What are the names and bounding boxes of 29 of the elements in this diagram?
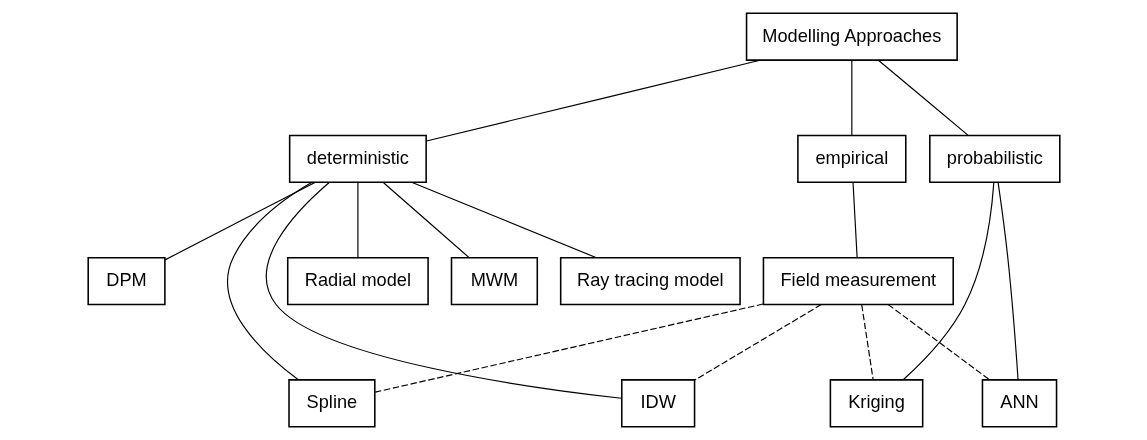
connector [860,304,874,381]
connector [356,182,358,258]
connector [902,181,994,381]
node-box: MWM [450,256,538,306]
node-box: probabilistic [928,134,1061,184]
connector [226,182,312,381]
connector [693,304,822,381]
connector [850,59,852,136]
node-box: Radial model [286,256,429,306]
connector [382,182,469,258]
connector [997,182,1019,381]
connector [877,59,968,136]
node-box: IDW [620,379,695,428]
connector [851,182,858,258]
node-box: ANN [981,379,1057,428]
connector [411,181,596,259]
node-box: Field measurement [762,256,954,306]
node-box: empirical [796,134,907,184]
connector [425,59,761,142]
connector [374,303,764,393]
node-box: Modelling Approaches [745,12,958,61]
connector [887,304,990,381]
node-box: Ray tracing model [559,256,741,306]
node-box: Kriging [829,379,923,428]
node-box: deterministic [288,134,427,184]
node-box: DPM [86,256,166,306]
connector [265,181,622,399]
connector [163,181,316,261]
node-box: Spline [287,379,376,428]
